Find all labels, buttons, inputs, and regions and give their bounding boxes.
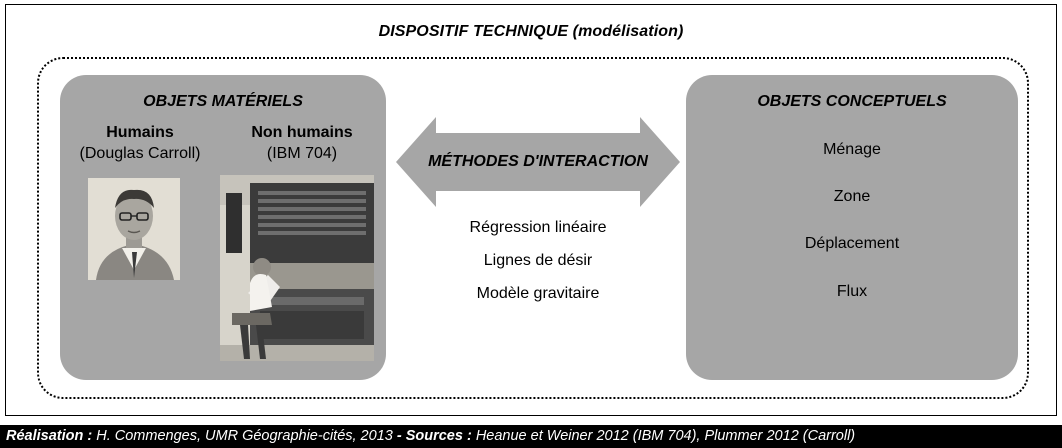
ibm-704-photo bbox=[220, 175, 374, 361]
concept-household: Ménage bbox=[823, 141, 881, 158]
credits-footer: Réalisation : H. Commenges, UMR Géograph… bbox=[0, 425, 1062, 448]
humans-label: Humains bbox=[106, 124, 174, 141]
method-desire-lines: Lignes de désir bbox=[483, 252, 593, 269]
diagram-title: DISPOSITIF TECHNIQUE (modélisation) bbox=[378, 23, 684, 40]
douglas-carroll-portrait bbox=[88, 178, 180, 280]
portrait-photo bbox=[88, 178, 180, 280]
non-humans-column-heading: Non humains (IBM 704) bbox=[220, 122, 384, 164]
technical-device-boundary bbox=[37, 57, 1029, 399]
footer-text-realisation: H. Commenges, UMR Géographie-cités, 2013 bbox=[92, 428, 397, 444]
method-gravity-model: Modèle gravitaire bbox=[476, 285, 600, 302]
concept-zone: Zone bbox=[833, 188, 871, 205]
footer-label-sources: - Sources : bbox=[396, 428, 472, 444]
interaction-methods-label: MÉTHODES D'INTERACTION bbox=[428, 153, 648, 170]
footer-label-realisation: Réalisation : bbox=[6, 428, 93, 444]
double-headed-arrow-icon bbox=[396, 117, 680, 207]
non-humans-sublabel: (IBM 704) bbox=[266, 145, 338, 162]
humans-column-heading: Humains (Douglas Carroll) bbox=[64, 122, 216, 164]
material-objects-title: OBJETS MATÉRIELS bbox=[143, 93, 303, 110]
footer-text-sources: Heanue et Weiner 2012 (IBM 704), Plummer… bbox=[471, 428, 856, 444]
ibm-704-photo-frame bbox=[220, 175, 374, 361]
conceptual-objects-panel: OBJETS CONCEPTUELS Ménage Zone Déplaceme… bbox=[686, 75, 1018, 380]
method-linear-regression: Régression linéaire bbox=[469, 219, 607, 236]
material-objects-panel: OBJETS MATÉRIELS Humains (Douglas Carrol… bbox=[60, 75, 386, 380]
humans-sublabel: (Douglas Carroll) bbox=[79, 145, 201, 162]
non-humans-label: Non humains bbox=[251, 124, 353, 141]
concept-flow: Flux bbox=[836, 283, 868, 300]
concept-trip: Déplacement bbox=[804, 235, 900, 252]
conceptual-objects-title: OBJETS CONCEPTUELS bbox=[757, 93, 947, 110]
